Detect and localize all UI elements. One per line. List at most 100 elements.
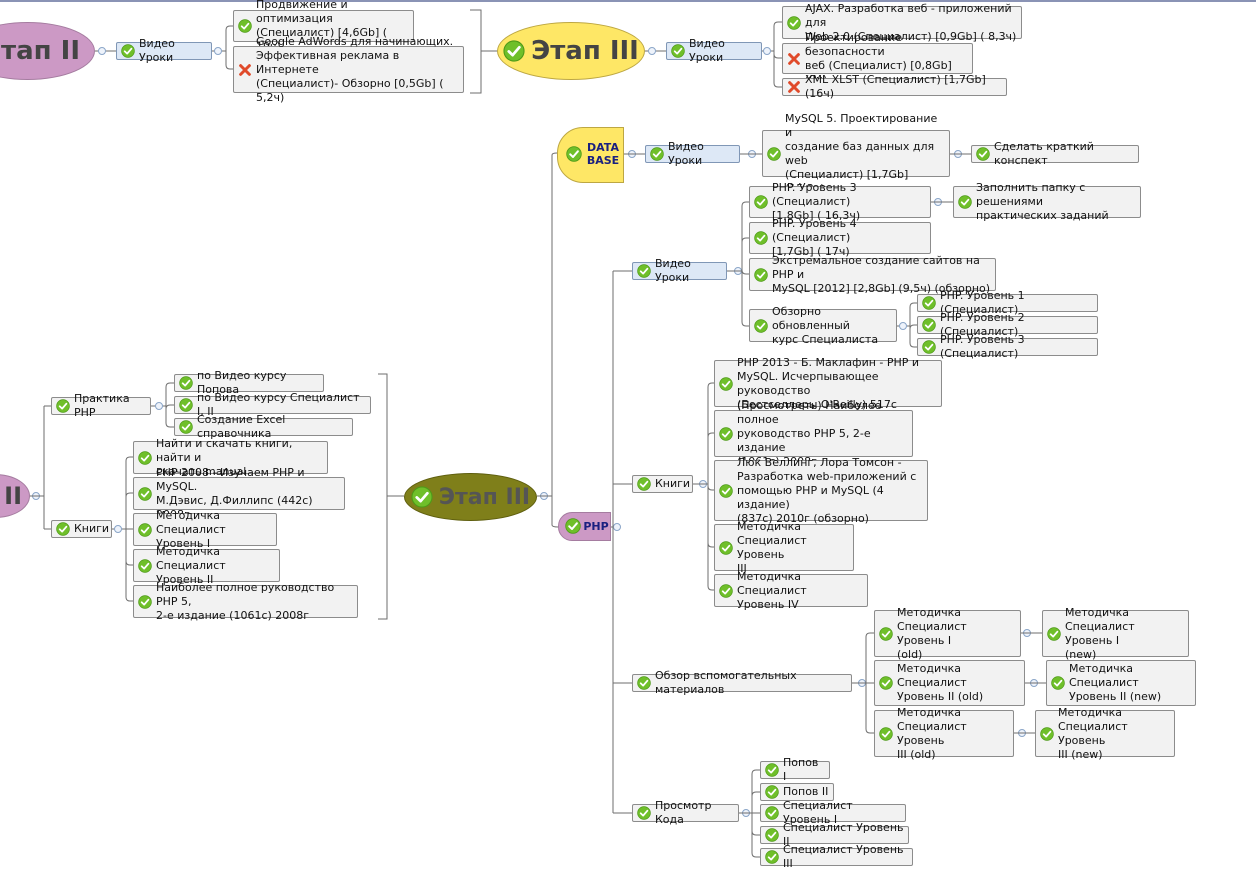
php-obzorno-sub[interactable]: PHP. Уровень 3 (Специалист) <box>917 333 1098 360</box>
check-icon <box>411 486 433 508</box>
check-icon <box>958 195 972 209</box>
check-icon <box>754 267 768 282</box>
check-icon <box>637 477 651 491</box>
top-video-lessons-left[interactable]: Видео Уроки <box>116 37 212 64</box>
cross-icon <box>787 52 801 66</box>
cross-icon <box>787 80 801 94</box>
php-video-item[interactable]: PHP. Уровень 4 (Специалист)[1,7Gb] ( 17ч… <box>749 217 931 258</box>
check-icon <box>637 264 651 278</box>
connector-line <box>909 342 917 348</box>
check-icon <box>754 231 768 245</box>
cross-icon <box>238 63 252 77</box>
connector-line <box>551 152 558 156</box>
check-icon <box>1051 676 1065 690</box>
connector-line <box>751 791 760 797</box>
check-icon <box>719 540 733 555</box>
connector-line <box>470 9 482 94</box>
left-knigi-item[interactable]: PHP 2008 - Изучаем PHP и MySQL.М.Дэвис, … <box>133 466 345 521</box>
php-knigi[interactable]: Книги <box>632 475 693 493</box>
check-icon <box>56 522 70 536</box>
php-obzorno-sub[interactable]: PHP. Уровень 1 (Специалист) <box>917 289 1098 316</box>
php-prosmotr-koda[interactable]: Просмотр Кода <box>632 799 739 826</box>
database-label: DATA BASE <box>586 141 620 167</box>
php-video-lessons[interactable]: Видео Уроки <box>632 257 727 284</box>
check-icon <box>650 147 664 161</box>
left-praktika-item[interactable]: Создание Excel справочника <box>174 413 353 440</box>
left-knigi[interactable]: Книги <box>51 520 112 538</box>
php-obzorno-sub[interactable]: PHP. Уровень 2 (Специалист) <box>917 311 1098 338</box>
collapse-toggle <box>155 402 163 410</box>
php-video-item[interactable]: PHP. Уровень 3 (Специалист)[1,8Gb] ( 16,… <box>749 181 931 222</box>
connector-line <box>909 302 917 308</box>
connector-line <box>741 237 749 243</box>
etap2-topic[interactable]: Этап II <box>0 22 95 80</box>
left-praktika-item[interactable]: по Видео курсу Специалист I, II <box>174 391 371 418</box>
check-icon <box>138 486 152 501</box>
connector-line <box>909 324 917 330</box>
php-prosmotr-item[interactable]: Попов I <box>760 756 830 783</box>
php-obzor-materials[interactable]: Обзор вспомогательных материалов <box>632 669 852 696</box>
check-icon <box>719 376 733 391</box>
left-knigi-item[interactable]: Наиболее полное руководство PHP 5,2-е из… <box>133 581 358 622</box>
top-video-lessons-right[interactable]: Видео Уроки <box>666 37 762 64</box>
check-icon <box>637 806 651 820</box>
check-icon <box>787 15 801 30</box>
check-icon <box>879 676 893 690</box>
check-icon <box>138 558 152 573</box>
connector-line <box>165 404 174 410</box>
connector-line <box>751 852 760 858</box>
etap3-top-topic[interactable]: Этап III <box>497 22 645 80</box>
check-icon <box>754 318 768 333</box>
php-prosmotr-item[interactable]: Специалист Уровень III <box>760 843 913 870</box>
database-video-lessons[interactable]: Видео Уроки <box>645 140 740 167</box>
top-right-item[interactable]: XML XLST (Специалист) [1,7Gb] (16ч) <box>782 73 1007 100</box>
check-icon <box>767 146 781 161</box>
php-prosmotr-item[interactable]: Специалист Уровень II <box>760 821 909 848</box>
connector-line <box>773 82 782 88</box>
check-icon <box>1040 726 1054 741</box>
php-prosmotr-item[interactable]: Специалист Уровень I <box>760 799 906 826</box>
connector-line <box>751 769 760 775</box>
connector-line <box>741 201 749 207</box>
check-icon <box>138 450 152 465</box>
check-icon <box>637 676 651 690</box>
left-praktika-item[interactable]: по Видео курсу Попова <box>174 369 324 396</box>
check-icon <box>765 806 779 820</box>
connector-line <box>773 21 782 27</box>
collapse-toggle <box>648 47 656 55</box>
connector-line <box>741 269 749 275</box>
top-left-item[interactable]: Продвижение и оптимизация(Специалист) [4… <box>233 0 414 53</box>
check-icon <box>671 44 685 58</box>
check-icon <box>754 195 768 209</box>
connector-line <box>125 492 133 498</box>
left-praktika-php[interactable]: Практика PHP <box>51 392 151 419</box>
top-left-item[interactable]: Google AdWords для начинающих.Эффективна… <box>233 35 464 104</box>
check-icon <box>1047 626 1061 641</box>
etap3-center-topic[interactable]: Этап III <box>404 473 537 521</box>
php-knigi-item[interactable]: Люк Веллинг, Лора Томсон -Разработка web… <box>714 456 928 525</box>
php-prosmotr-item[interactable]: Попов II <box>760 783 834 801</box>
check-icon <box>976 147 990 161</box>
check-icon <box>719 583 733 598</box>
database-summary-task[interactable]: Сделать краткий конспект <box>971 140 1139 167</box>
